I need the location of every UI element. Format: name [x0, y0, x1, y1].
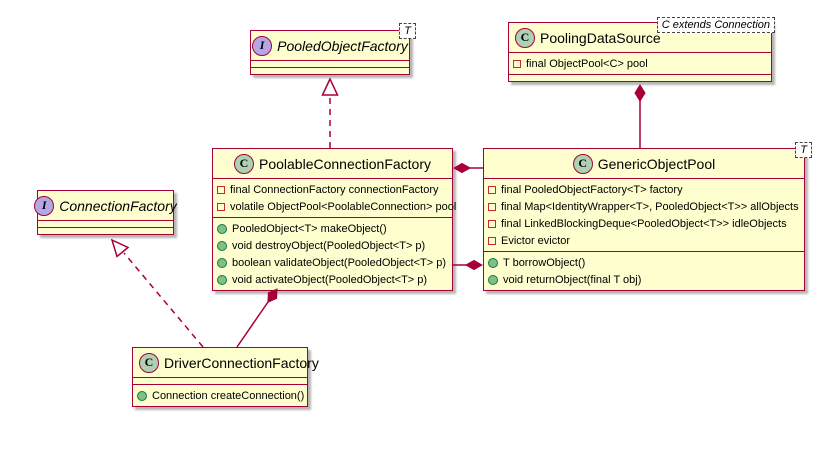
- method-text: void returnObject(final T obj): [503, 273, 642, 286]
- generic-type-badge: T: [399, 23, 416, 39]
- class-circle-icon: C: [515, 27, 535, 48]
- field-text: final Map<IdentityWrapper<T>, PooledObje…: [501, 200, 799, 213]
- field-text: Evictor evictor: [501, 234, 571, 247]
- field-text: final PooledObjectFactory<T> factory: [501, 183, 683, 196]
- fields-compartment-empty: [38, 220, 173, 227]
- field-text: volatile ObjectPool<PoolableConnection> …: [230, 200, 457, 213]
- method-row: PooledObject<T> makeObject(): [213, 220, 452, 237]
- methods-compartment: Connection createConnection(): [133, 384, 307, 406]
- field-row: final Map<IdentityWrapper<T>, PooledObje…: [484, 198, 804, 215]
- method-row: void activateObject(PooledObject<T> p): [213, 271, 452, 288]
- class-box-poolable-connection-factory: C PoolableConnectionFactory final Connec…: [212, 148, 456, 291]
- field-row: final LinkedBlockingDeque<PooledObject<T…: [484, 215, 804, 232]
- composition-poolableconnectionfactory-to-genericobjectpool: [452, 162, 484, 174]
- fields-compartment: final ObjectPool<C> pool: [509, 52, 771, 74]
- method-text: void activateObject(PooledObject<T> p): [232, 273, 428, 286]
- class-header: C DriverConnectionFactory: [133, 348, 319, 377]
- class-box-pooled-object-factory: T I PooledObjectFactory: [250, 23, 416, 75]
- method-row: T borrowObject(): [484, 254, 804, 271]
- composition-poolableconnectionfactory-to-driverconnectionfactory: [236, 288, 278, 348]
- fields-compartment-empty: [251, 60, 409, 67]
- class-name: GenericObjectPool: [597, 155, 716, 172]
- composition-poolingdatasource-to-genericobjectpool: [634, 84, 646, 148]
- fields-compartment: final PooledObjectFactory<T> factory fin…: [484, 178, 804, 251]
- class-box-driver-connection-factory: C DriverConnectionFactory Connection cre…: [132, 347, 319, 407]
- class-name: ConnectionFactory: [59, 197, 177, 214]
- method-text: PooledObject<T> makeObject(): [232, 222, 387, 235]
- method-row: void returnObject(final T obj): [484, 271, 804, 288]
- class-box-connection-factory: I ConnectionFactory: [34, 190, 177, 235]
- fields-compartment: final ConnectionFactory connectionFactor…: [213, 178, 456, 217]
- generic-type-badge: C extends Connection: [656, 17, 775, 33]
- class-box-generic-object-pool: T C GenericObjectPool final PooledObject…: [483, 142, 812, 291]
- methods-compartment-empty: [509, 74, 771, 81]
- private-field-icon: [217, 185, 225, 194]
- filled-diamond-icon: [452, 162, 472, 174]
- methods-compartment: PooledObject<T> makeObject() void destro…: [213, 217, 452, 290]
- public-method-icon: [137, 390, 147, 401]
- private-field-icon: [488, 219, 496, 228]
- field-text: final LinkedBlockingDeque<PooledObject<T…: [501, 217, 787, 230]
- class-header: C GenericObjectPool: [484, 149, 804, 178]
- public-method-icon: [488, 257, 498, 268]
- public-method-icon: [217, 257, 227, 268]
- class-name: PoolableConnectionFactory: [259, 155, 431, 172]
- method-text: T borrowObject(): [503, 256, 586, 269]
- private-field-icon: [488, 236, 496, 245]
- class-name: PooledObjectFactory: [277, 37, 408, 54]
- private-field-icon: [217, 202, 225, 211]
- method-row: Connection createConnection(): [133, 387, 307, 404]
- field-text: final ConnectionFactory connectionFactor…: [230, 183, 439, 196]
- method-row: void destroyObject(PooledObject<T> p): [213, 237, 452, 254]
- class-name: PoolingDataSource: [540, 29, 661, 46]
- class-header: C PoolableConnectionFactory: [213, 149, 452, 178]
- methods-compartment-empty: [251, 67, 409, 74]
- composition-genericobjectpool-to-poolableconnectionfactory: [453, 259, 484, 271]
- hollow-triangle-arrowhead-icon: [321, 77, 339, 96]
- field-row: Evictor evictor: [484, 232, 804, 249]
- interface-circle-icon: I: [34, 195, 55, 216]
- private-field-icon: [513, 59, 521, 68]
- interface-circle-icon: I: [252, 35, 273, 56]
- class-circle-icon: C: [139, 352, 159, 373]
- generic-type-badge: T: [795, 142, 812, 158]
- field-row: final ObjectPool<C> pool: [509, 55, 771, 72]
- hollow-triangle-arrowhead-icon: [110, 238, 130, 258]
- public-method-icon: [217, 240, 227, 251]
- method-row: boolean validateObject(PooledObject<T> p…: [213, 254, 452, 271]
- public-method-icon: [488, 274, 498, 285]
- field-text: final ObjectPool<C> pool: [526, 57, 648, 70]
- class-header: I ConnectionFactory: [34, 191, 177, 220]
- field-row: volatile ObjectPool<PoolableConnection> …: [213, 198, 456, 215]
- field-row: final PooledObjectFactory<T> factory: [484, 181, 804, 198]
- method-text: Connection createConnection(): [152, 389, 305, 402]
- realization-poolableconnectionfactory-to-pooledobjectfactory: [321, 77, 339, 148]
- method-text: void destroyObject(PooledObject<T> p): [232, 239, 426, 252]
- class-circle-icon: C: [572, 153, 593, 174]
- class-circle-icon: C: [234, 153, 254, 174]
- public-method-icon: [217, 274, 227, 285]
- fields-compartment-empty: [133, 377, 307, 384]
- class-header: C PoolingDataSource: [509, 23, 771, 52]
- method-text: boolean validateObject(PooledObject<T> p…: [232, 256, 447, 269]
- class-name: DriverConnectionFactory: [164, 354, 319, 371]
- filled-diamond-icon: [634, 84, 646, 102]
- private-field-icon: [488, 185, 496, 194]
- class-box-pooling-data-source: C extends Connection C PoolingDataSource…: [508, 17, 775, 82]
- methods-compartment-empty: [38, 227, 173, 234]
- methods-compartment: T borrowObject() void returnObject(final…: [484, 251, 804, 290]
- field-row: final ConnectionFactory connectionFactor…: [213, 181, 452, 198]
- filled-diamond-icon: [464, 259, 484, 271]
- private-field-icon: [488, 202, 496, 211]
- public-method-icon: [217, 223, 227, 234]
- class-header: I PooledObjectFactory: [251, 31, 409, 60]
- realization-driverconnectionfactory-to-connectionfactory: [110, 238, 204, 348]
